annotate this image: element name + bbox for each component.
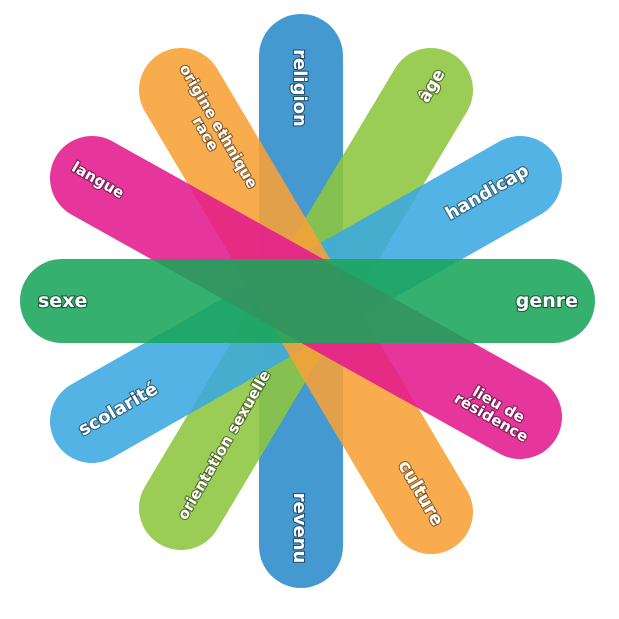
petal-sexe-labels: sexe genre — [37, 289, 579, 313]
petal-sexe — [20, 259, 595, 343]
petal-religion-end-label: revenu — [290, 493, 311, 564]
petal-religion-start-label: religion — [290, 49, 311, 127]
petal-sexe-end-label: genre — [516, 290, 578, 312]
petal-sexe-start-label: sexe — [38, 290, 87, 312]
petal-religion-labels: religion revenu — [288, 48, 311, 564]
petal-sexe-shape — [20, 259, 595, 343]
